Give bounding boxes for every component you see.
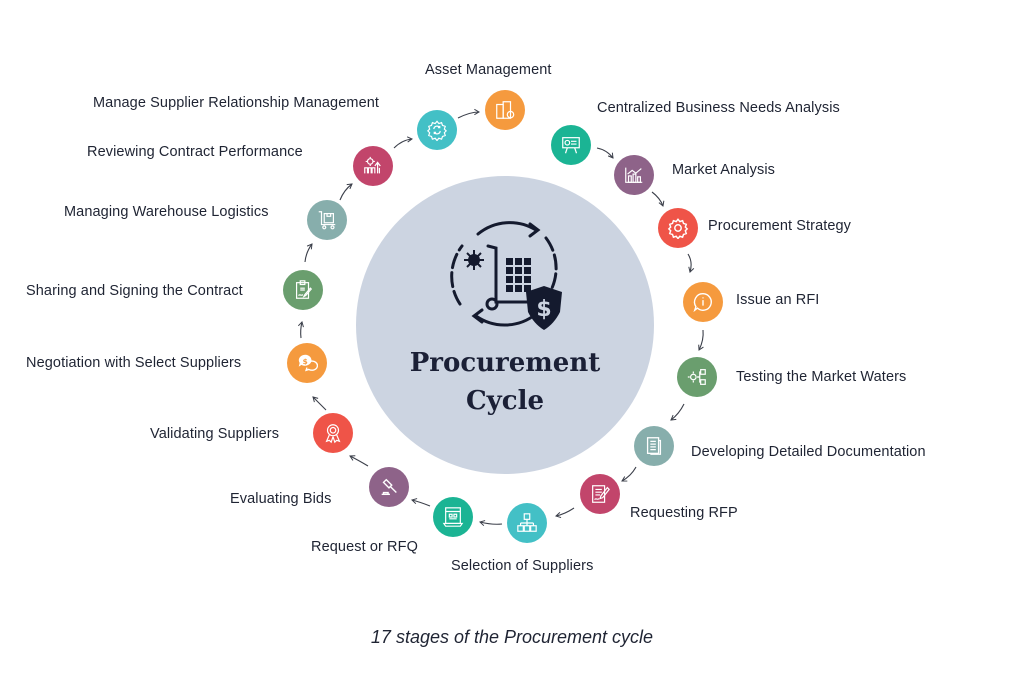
signed-document-icon	[592, 485, 610, 503]
gear-cycle-icon	[426, 120, 448, 141]
stage-9-node[interactable]	[507, 503, 547, 543]
stage-3-label: Market Analysis	[672, 162, 776, 178]
stage-5-label: Issue an RFI	[736, 292, 820, 308]
stage-10-node[interactable]	[433, 497, 473, 537]
stage-13-label: Negotiation with Select Suppliers	[26, 355, 242, 371]
procurement-cart-cycle-icon: $	[450, 221, 562, 330]
stage-8-label: Requesting RFP	[630, 505, 738, 521]
stage-10-label: Request or RFQ	[311, 539, 418, 555]
stage-17-node[interactable]	[417, 110, 457, 150]
hierarchy-icon	[517, 513, 537, 532]
chat-dollar-icon: $	[298, 354, 318, 372]
stage-1-label: Asset Management	[425, 62, 552, 78]
stage-14-label: Sharing and Signing the Contract	[26, 283, 243, 299]
svg-text:$: $	[536, 297, 551, 322]
stage-7-label: Developing Detailed Documentation	[691, 444, 926, 460]
stage-12-node[interactable]	[313, 413, 353, 453]
info-bubble-icon	[693, 293, 712, 313]
stage-15-label: Managing Warehouse Logistics	[64, 204, 269, 220]
buildings-icon	[496, 101, 515, 119]
stage-6-node[interactable]	[677, 357, 717, 397]
stage-16-node[interactable]	[353, 146, 393, 186]
stage-16-label: Reviewing Contract Performance	[87, 144, 303, 160]
gavel-icon	[381, 478, 397, 496]
award-badge-icon	[325, 424, 341, 444]
hub-title-line1: Procurement	[409, 348, 601, 378]
document-icon	[646, 437, 662, 455]
stage-4-label: Procurement Strategy	[708, 218, 852, 234]
stage-8-node[interactable]	[580, 474, 620, 514]
stage-3-node[interactable]	[614, 155, 654, 195]
procurement-cycle-hub: $ Procurement Cycle	[356, 176, 654, 474]
stage-2-node[interactable]	[551, 125, 591, 165]
cart-box-icon	[318, 211, 336, 230]
gear-checklist-icon	[687, 369, 706, 385]
stage-13-node[interactable]: $	[287, 343, 327, 383]
clipboard-sign-icon	[295, 280, 313, 299]
stage-1-node[interactable]	[485, 90, 525, 130]
stage-11-label: Evaluating Bids	[230, 491, 332, 507]
stage-5-node[interactable]	[683, 282, 723, 322]
form-table-icon	[442, 507, 464, 527]
gear-growth-icon	[364, 156, 381, 174]
hub-title-line2: Cycle	[465, 386, 545, 416]
stage-2-label: Centralized Business Needs Analysis	[597, 100, 840, 116]
stage-17-label: Manage Supplier Relationship Management	[93, 95, 380, 111]
stage-12-label: Validating Suppliers	[150, 426, 280, 442]
diagram-caption: 17 stages of the Procurement cycle	[370, 627, 654, 647]
stage-15-node[interactable]	[307, 200, 347, 240]
stage-14-node[interactable]	[283, 270, 323, 310]
stage-4-node[interactable]	[658, 208, 698, 248]
gear-icon	[667, 218, 689, 239]
stage-7-node[interactable]	[634, 426, 674, 466]
stage-9-label: Selection of Suppliers	[451, 558, 594, 574]
stage-11-node[interactable]	[369, 467, 409, 507]
svg-text:$: $	[303, 357, 308, 366]
bar-chart-growth-icon	[625, 167, 643, 183]
stage-6-label: Testing the Market Waters	[736, 369, 907, 385]
presentation-board-icon	[562, 137, 580, 154]
